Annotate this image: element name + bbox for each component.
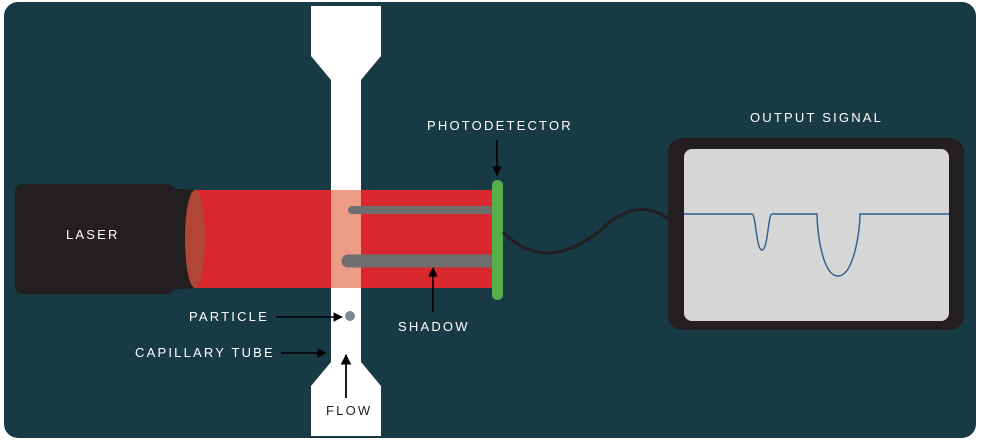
output-monitor-screen — [684, 149, 949, 321]
photodetector — [492, 180, 503, 300]
capillary-tube-label: CAPILLARY TUBE — [135, 345, 275, 360]
shadow-label: SHADOW — [398, 319, 470, 334]
laser-label: LASER — [66, 227, 120, 242]
signal-cable — [501, 207, 682, 255]
laser-body — [15, 184, 175, 294]
beam-tube-overlap — [331, 190, 361, 288]
laser-lens — [185, 190, 205, 288]
output-signal-trace — [684, 213, 949, 277]
photodetector-label: PHOTODETECTOR — [427, 118, 573, 133]
particle-label: PARTICLE — [189, 309, 269, 324]
particle-dot — [345, 311, 355, 321]
flow-label: FLOW — [326, 403, 373, 418]
output-signal-label: OUTPUT SIGNAL — [750, 110, 884, 125]
